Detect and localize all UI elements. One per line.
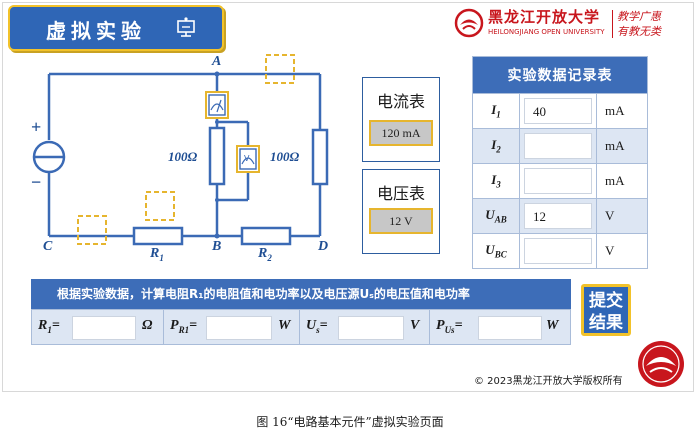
row-unit: V <box>596 198 648 234</box>
university-emblem-icon <box>638 341 684 387</box>
record-table-title: 实验数据记录表 <box>472 56 648 94</box>
us-value-input[interactable] <box>338 316 404 340</box>
switch-slot-mid <box>145 191 175 221</box>
row-unit: mA <box>596 93 648 129</box>
calc-label-r1: R1= <box>38 318 60 335</box>
pus-value-input[interactable] <box>478 316 542 340</box>
page-title: 虚拟实验 <box>46 19 146 43</box>
calculation-panel: 根据实验数据，计算电阻R₁的电阻值和电功率以及电压源Uₛ的电压值和电功率 R1=… <box>31 279 571 345</box>
calc-field-pus: PUs= W <box>430 310 570 344</box>
row-unit: V <box>596 233 648 269</box>
r2-label: R2 <box>258 246 272 263</box>
calc-unit-us: V <box>410 318 420 333</box>
switch-slot-top <box>265 54 295 84</box>
i2-input[interactable] <box>524 133 592 159</box>
calc-unit-pr1: W <box>278 318 291 333</box>
calc-label-pus: PUs= <box>436 318 463 335</box>
r1-label: R1 <box>150 246 164 263</box>
calc-field-us: Us= V <box>300 310 430 344</box>
calc-label-pr1: PR1= <box>170 318 198 335</box>
row-unit: mA <box>596 163 648 199</box>
row-symbol: UAB <box>472 198 520 234</box>
row-unit: mA <box>596 128 648 164</box>
calc-unit-r1: Ω <box>142 318 153 333</box>
calc-field-r1: R1= Ω <box>32 310 164 344</box>
calc-label-us: Us= <box>306 318 328 335</box>
row-symbol: I1 <box>472 93 520 129</box>
ammeter-panel: 电流表 120 mA <box>362 77 440 162</box>
experiment-monitor-icon <box>177 17 195 37</box>
battery-minus-label: − <box>31 172 42 192</box>
row-symbol: I3 <box>472 163 520 199</box>
node-d-label: D <box>318 239 329 254</box>
ammeter-reading: 120 mA <box>369 120 433 146</box>
figure-caption: 图 16“电路基本元件”虚拟实验页面 <box>256 415 444 429</box>
submit-results-button[interactable]: 提交 结果 <box>581 284 631 336</box>
voltmeter-reading: 12 V <box>369 208 433 234</box>
pr1-value-input[interactable] <box>206 316 272 340</box>
university-logo: 黑龙江开放大学 HEILONGJIANG OPEN UNIVERSITY 教学广… <box>454 8 688 42</box>
page-title-banner: 虚拟实验 <box>8 5 224 51</box>
calculation-fields: R1= Ω PR1= W Us= V PUs= W <box>31 309 571 345</box>
i3-input[interactable] <box>524 168 592 194</box>
switch-slot-left <box>77 215 107 245</box>
motto-line-2: 有教无类 <box>617 25 661 38</box>
row-symbol: I2 <box>472 128 520 164</box>
r1-value-input[interactable] <box>72 316 136 340</box>
table-row: UAB 12 V <box>472 198 648 234</box>
table-row: I3 mA <box>472 163 648 199</box>
motto-line-1: 教学广惠 <box>617 10 661 23</box>
node-b-label: B <box>212 239 222 254</box>
node-a-label: A <box>212 54 222 69</box>
submit-label-line-2: 结果 <box>589 313 623 333</box>
submit-label-line-1: 提交 <box>589 291 623 311</box>
university-name: 黑龙江开放大学 <box>488 8 601 26</box>
i1-input[interactable]: 40 <box>524 98 592 124</box>
row-symbol: UBC <box>472 233 520 269</box>
voltmeter-panel: 电压表 12 V <box>362 169 440 254</box>
table-row: UBC V <box>472 233 648 269</box>
table-row: I2 mA <box>472 128 648 164</box>
battery-plus-label: + <box>31 117 42 137</box>
data-record-table: 实验数据记录表 I1 40 mA I2 mA I3 mA UAB 12 V UB… <box>472 56 648 269</box>
uab-input[interactable]: 12 <box>524 203 592 229</box>
copyright-notice: © 2023黑龙江开放大学版权所有 <box>474 376 623 387</box>
voltmeter-title: 电压表 <box>376 184 425 203</box>
calc-unit-pus: W <box>546 318 559 333</box>
calculation-instruction: 根据实验数据，计算电阻R₁的电阻值和电功率以及电压源Uₛ的电压值和电功率 <box>31 279 571 309</box>
university-seal-icon <box>454 8 484 38</box>
resistor-right-value: 100Ω <box>270 149 300 164</box>
calc-field-pr1: PR1= W <box>164 310 300 344</box>
table-row: I1 40 mA <box>472 93 648 129</box>
ammeter-title: 电流表 <box>376 92 425 111</box>
university-motto: 教学广惠 有教无类 <box>617 9 689 39</box>
ubc-input[interactable] <box>524 238 592 264</box>
logo-divider <box>612 10 613 38</box>
node-c-label: C <box>43 239 53 254</box>
university-name-en: HEILONGJIANG OPEN UNIVERSITY <box>488 28 605 36</box>
resistor-left-value: 100Ω <box>168 149 198 164</box>
